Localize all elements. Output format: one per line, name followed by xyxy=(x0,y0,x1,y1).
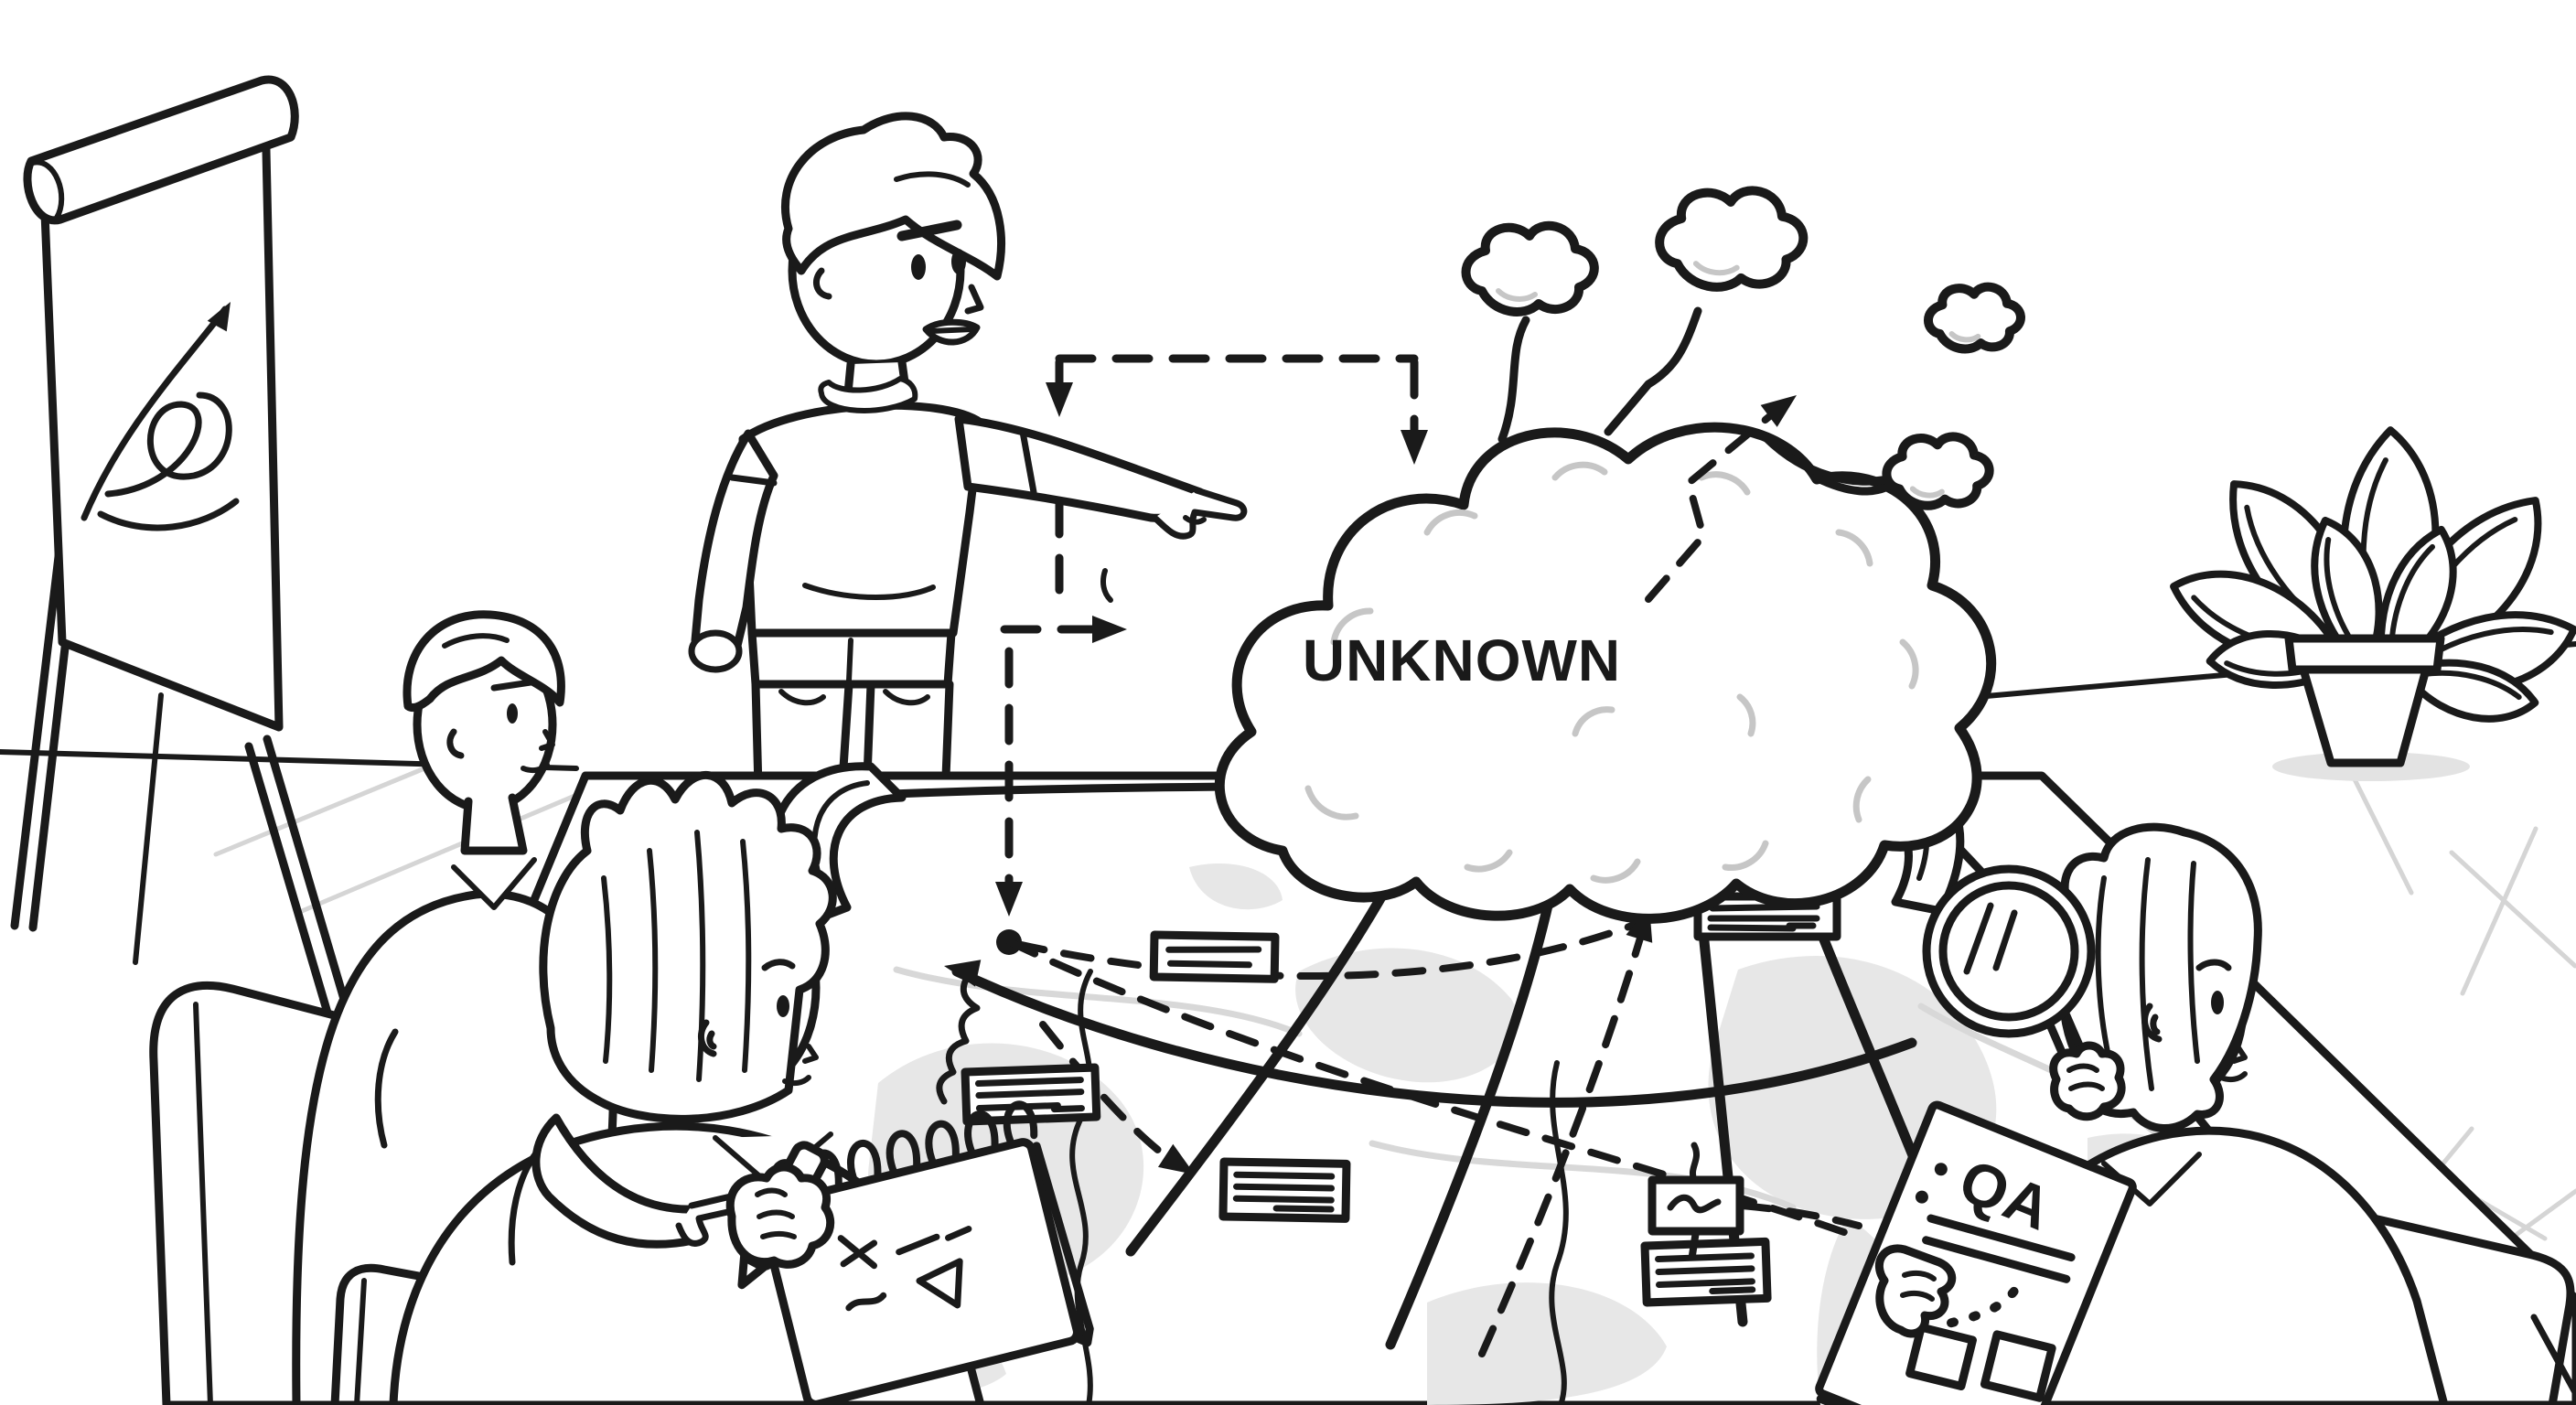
qa-checkbox xyxy=(1980,1330,2056,1402)
map-label-box xyxy=(1640,1237,1772,1307)
flipchart-roll xyxy=(23,75,299,225)
zigzag-dashed-arrow xyxy=(1645,384,1806,603)
qa-underline xyxy=(1922,1214,2076,1283)
listener-brow xyxy=(490,679,534,692)
writer-pen-hand xyxy=(725,1141,835,1290)
listener-hair xyxy=(402,610,565,713)
presenter-hair xyxy=(780,112,1005,281)
investigator-nose xyxy=(2231,1044,2248,1064)
cloud-outline xyxy=(1214,422,1996,924)
presenter-sleeve xyxy=(1019,428,1037,496)
qa-connector-dashes xyxy=(1738,1202,1862,1229)
presenter-left-hand xyxy=(688,629,743,673)
flipchart-scribble xyxy=(80,296,241,531)
down-arrow-icon xyxy=(1401,430,1428,465)
magnifier-rim xyxy=(1922,864,2096,1038)
investigator-brow xyxy=(2195,959,2232,971)
writer-hand xyxy=(725,1163,835,1269)
plant-pot xyxy=(2284,634,2445,767)
investigator-mouth xyxy=(2218,1071,2248,1083)
clipboard-hand xyxy=(1875,1244,1957,1338)
map-label-box xyxy=(1218,1157,1351,1223)
down-arrow-icon xyxy=(1046,382,1073,417)
lens-glare xyxy=(1963,902,2018,975)
thought-puff xyxy=(1466,226,1594,312)
writer-brow xyxy=(761,959,796,971)
notepad-scribbles xyxy=(837,1226,972,1312)
thought-puff xyxy=(1659,190,1803,286)
listener-ear xyxy=(446,728,465,759)
presenter-brow xyxy=(896,220,962,241)
writer-spiky-hair xyxy=(539,770,837,1123)
listener-neck xyxy=(460,793,528,855)
listener-nose xyxy=(539,729,555,751)
cloud-inner-scallops xyxy=(1304,461,1919,884)
listener-sleeve xyxy=(374,1028,399,1149)
qa-dotted-path xyxy=(1931,1286,2019,1332)
presenter-left-arm xyxy=(688,429,778,673)
map-label-boxes xyxy=(961,892,1862,1307)
right-arrow-icon xyxy=(1092,616,1127,643)
map-label-box xyxy=(1149,930,1280,983)
investigator-ear xyxy=(2141,1003,2163,1043)
unknown-cloud: UNKNOWN xyxy=(1214,190,2021,924)
writer-ear xyxy=(697,1019,717,1057)
listener-collar xyxy=(451,857,537,910)
writer-sleeve xyxy=(508,1147,542,1266)
map-rivers xyxy=(936,968,1569,1405)
magnifying-glass xyxy=(1922,864,2126,1121)
magnifier-hand xyxy=(2049,1041,2126,1121)
presenter-pointing-arm xyxy=(954,414,1248,603)
presenter-figure xyxy=(688,112,1248,828)
listener-mouth xyxy=(521,762,550,774)
map-squiggle-box xyxy=(1648,1142,1862,1259)
spiral-notepad xyxy=(757,1100,1094,1405)
writer-nose xyxy=(802,1044,819,1064)
presenter-collar xyxy=(818,376,918,413)
thought-puff xyxy=(1886,436,1989,505)
presenter-torso xyxy=(738,401,985,638)
easel-leg-rear xyxy=(133,692,164,965)
potted-plant xyxy=(2162,427,2576,781)
flipchart-easel xyxy=(10,75,391,1153)
qa-checkbox xyxy=(1905,1323,1977,1391)
presenter-pointing-hand xyxy=(1151,487,1248,540)
cloud-label: UNKNOWN xyxy=(1303,627,1621,693)
qa-clipboard: QA xyxy=(1815,1100,2137,1405)
presenter-nose xyxy=(964,284,984,315)
magnifier-lens xyxy=(1938,881,2079,1022)
thought-puff xyxy=(1928,287,2021,349)
presenter-ear xyxy=(812,267,832,300)
writer-mouth xyxy=(782,1075,811,1087)
